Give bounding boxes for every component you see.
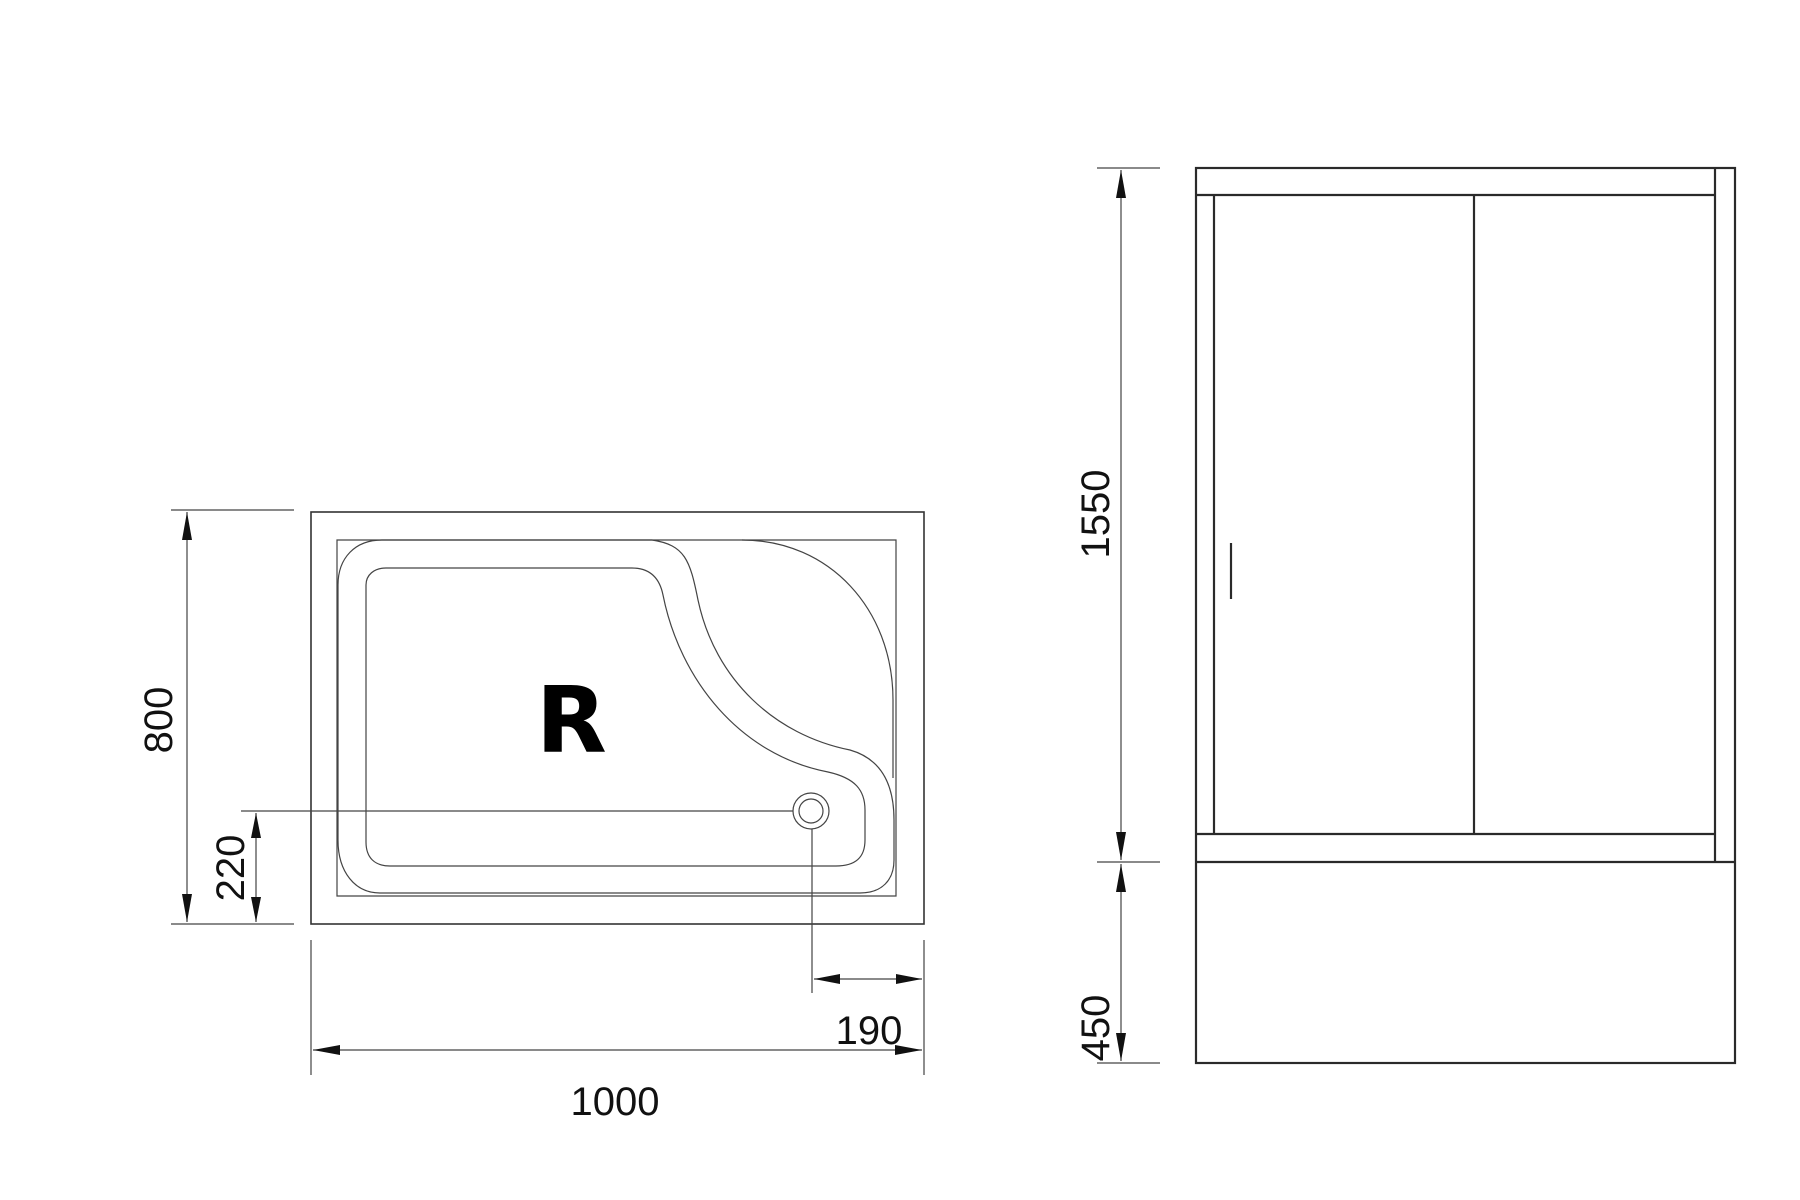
arrowhead-icon [182,894,192,922]
arrowhead-icon [1116,170,1126,198]
dimension-drain-x: 190 [811,829,925,1075]
arrowhead-icon [1116,1033,1126,1061]
dimension-depth: 800 [137,509,294,925]
arrowhead-icon [182,512,192,540]
arrowhead-icon [251,813,261,838]
svg-text:800: 800 [137,687,181,754]
arrowhead-icon [895,1045,922,1055]
tray-basin-outer [337,539,895,894]
svg-text:220: 220 [209,835,253,902]
drain-inner-ring [798,798,824,824]
front-view: 1550 450 [1074,166,1737,1065]
svg-text:1000: 1000 [571,1080,660,1124]
svg-text:190: 190 [836,1009,903,1053]
arrowhead-icon [896,974,922,984]
tray-inner-rim [336,539,897,897]
arrowhead-icon [251,897,261,922]
arrowhead-icon [814,974,840,984]
orientation-label-R: R [536,667,607,774]
dimension-base-height: 450 [1074,864,1160,1064]
arrowhead-icon [1116,832,1126,860]
tray-corner-seat [741,539,894,778]
cabin-outer-frame [1194,166,1737,1065]
svg-text:1550: 1550 [1074,470,1118,559]
tray-outer-outline [310,511,925,925]
arrowhead-icon [313,1045,340,1055]
dimension-width: 1000 [310,940,922,1124]
arrowhead-icon [1116,864,1126,892]
plan-view: R 800 220 190 [137,509,925,1124]
dimension-cabin-height: 1550 [1074,167,1160,863]
dimension-drain-y: 220 [209,810,793,922]
tray-basin-inner [365,567,866,867]
svg-text:450: 450 [1074,995,1118,1062]
